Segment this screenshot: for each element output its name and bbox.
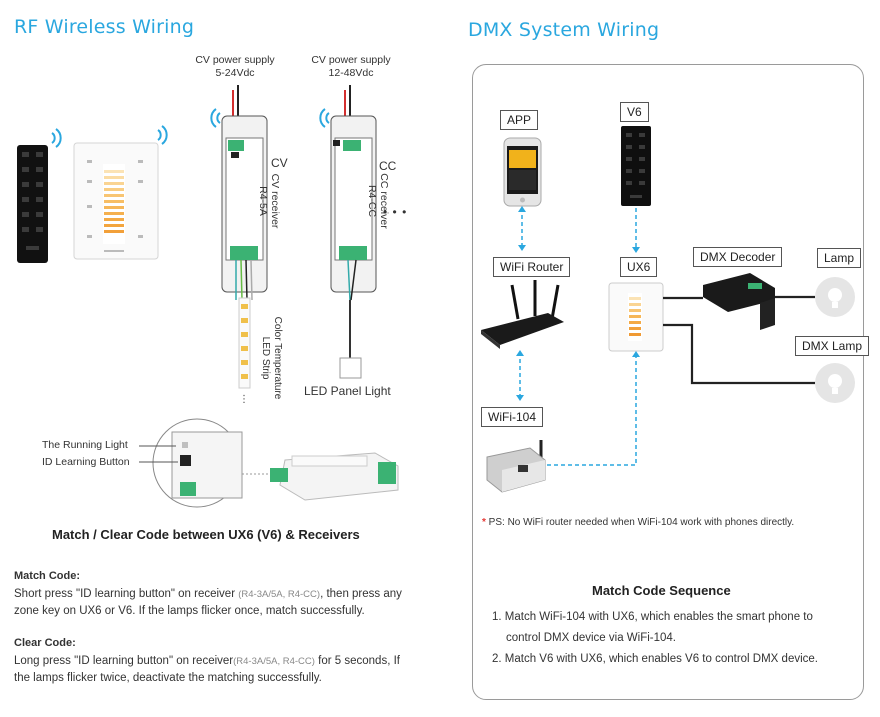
v6-label: V6 <box>620 102 649 122</box>
cc-receiver-line1: CC receiver <box>378 173 390 229</box>
cc-receiver-label: CC receiver R4-CC <box>318 172 390 230</box>
clear-code-text-2: for 5 seconds, If the lamps flicker twic… <box>14 655 400 684</box>
wireless-links <box>519 208 637 466</box>
cv-tag: CV <box>271 156 288 170</box>
led-panel-label: LED Panel Light <box>304 384 391 398</box>
sequence-step-1: 1. Match WiFi-104 with UX6, which enable… <box>492 611 813 623</box>
dmx-decoder-device <box>703 273 775 330</box>
dmx-panel <box>472 64 864 700</box>
cv-receiver-line1: CV receiver <box>269 173 281 229</box>
clear-code-text-1: Long press "ID learning button" on recei… <box>14 655 234 667</box>
cc-tag: CC <box>379 159 397 173</box>
match-code-heading: Match Code: <box>14 570 80 582</box>
wifi-router-device <box>481 280 564 349</box>
running-light-label: The Running Light <box>42 439 128 451</box>
lamp-device <box>815 277 855 317</box>
cv-signal-icon <box>210 108 221 128</box>
app-label: APP <box>500 110 539 130</box>
dmx-lamp-device <box>815 363 855 403</box>
clear-code-heading: Clear Code: <box>14 637 76 649</box>
led-strip-line2: LED Strip <box>260 336 271 380</box>
sequence-step-2: 2. Match V6 with UX6, which enables V6 t… <box>492 653 818 665</box>
dmx-title: DMX System Wiring <box>468 19 660 41</box>
clear-code-text: Long press "ID learning button" on recei… <box>14 653 414 686</box>
clear-code-models: (R4-3A/5A, R4-CC) <box>233 656 315 667</box>
wifi104-device <box>486 440 546 493</box>
v6-remote-device-2 <box>621 126 651 206</box>
cc-receiver-device <box>330 85 377 379</box>
receiver-closeup <box>139 418 243 508</box>
dmx-wires <box>663 295 815 385</box>
lamp-label: Lamp <box>817 248 862 268</box>
match-code-text-2: , then press any zone key on UX6 or V6. … <box>14 588 402 617</box>
led-strip-label: Color Temperature LED Strip <box>253 308 283 408</box>
cc-receiver-line2: R4-CC <box>366 184 378 218</box>
arrowheads <box>516 206 640 401</box>
cv-receiver-line2: R4-5A <box>257 186 269 216</box>
cc-psu-line1: CV power supply <box>311 54 391 66</box>
cc-signal-icon <box>319 108 330 128</box>
v6-remote-device <box>17 145 48 263</box>
ps-star-icon: * <box>482 517 486 528</box>
match-code-text-1: Short press "ID learning button" on rece… <box>14 588 239 600</box>
cv-psu-line2: 5-24Vdc <box>215 67 255 79</box>
ps-note: * PS: No WiFi router needed when WiFi-10… <box>482 517 794 528</box>
match-code-models: (R4-3A/5A, R4-CC) <box>238 589 321 600</box>
receiver-product-photo <box>242 452 399 501</box>
led-strip-line1: Color Temperature <box>272 316 283 400</box>
svg-text:⋮: ⋮ <box>239 394 249 405</box>
ux6-panel-device <box>73 142 159 260</box>
sequence-step-1-cont: control DMX device via WiFi-104. <box>506 632 676 644</box>
ps-note-text: PS: No WiFi router needed when WiFi-104 … <box>485 517 795 528</box>
smartphone-device <box>503 137 542 207</box>
dmx-decoder-label: DMX Decoder <box>693 247 783 267</box>
more-ellipsis: • • • <box>383 205 408 219</box>
rf-signal-icon <box>51 128 62 148</box>
match-clear-title: Match / Clear Code between UX6 (V6) & Re… <box>52 527 360 542</box>
id-button-label: ID Learning Button <box>42 456 130 468</box>
wifi104-label: WiFi-104 <box>481 407 544 427</box>
rf-signal-icon-2 <box>157 125 168 145</box>
ux6-label: UX6 <box>620 257 658 277</box>
cv-psu-label: CV power supply 5-24Vdc <box>193 54 277 80</box>
cv-psu-line1: CV power supply <box>195 54 275 66</box>
led-strip-device: ⋮ <box>238 297 251 405</box>
cc-psu-label: CV power supply 12-48Vdc <box>307 54 395 80</box>
cc-psu-line2: 12-48Vdc <box>328 67 374 79</box>
rf-title: RF Wireless Wiring <box>14 16 195 38</box>
wifi-router-label: WiFi Router <box>493 257 571 277</box>
cv-receiver-label: CV receiver R4-5A <box>209 172 281 230</box>
match-code-text: Short press "ID learning button" on rece… <box>14 586 414 619</box>
ux6-panel-device-2 <box>608 282 664 352</box>
dmx-lamp-label: DMX Lamp <box>795 336 870 356</box>
cv-receiver-device <box>221 85 268 301</box>
sequence-list: 1. Match WiFi-104 with UX6, which enable… <box>492 607 852 670</box>
sequence-title: Match Code Sequence <box>592 583 731 598</box>
